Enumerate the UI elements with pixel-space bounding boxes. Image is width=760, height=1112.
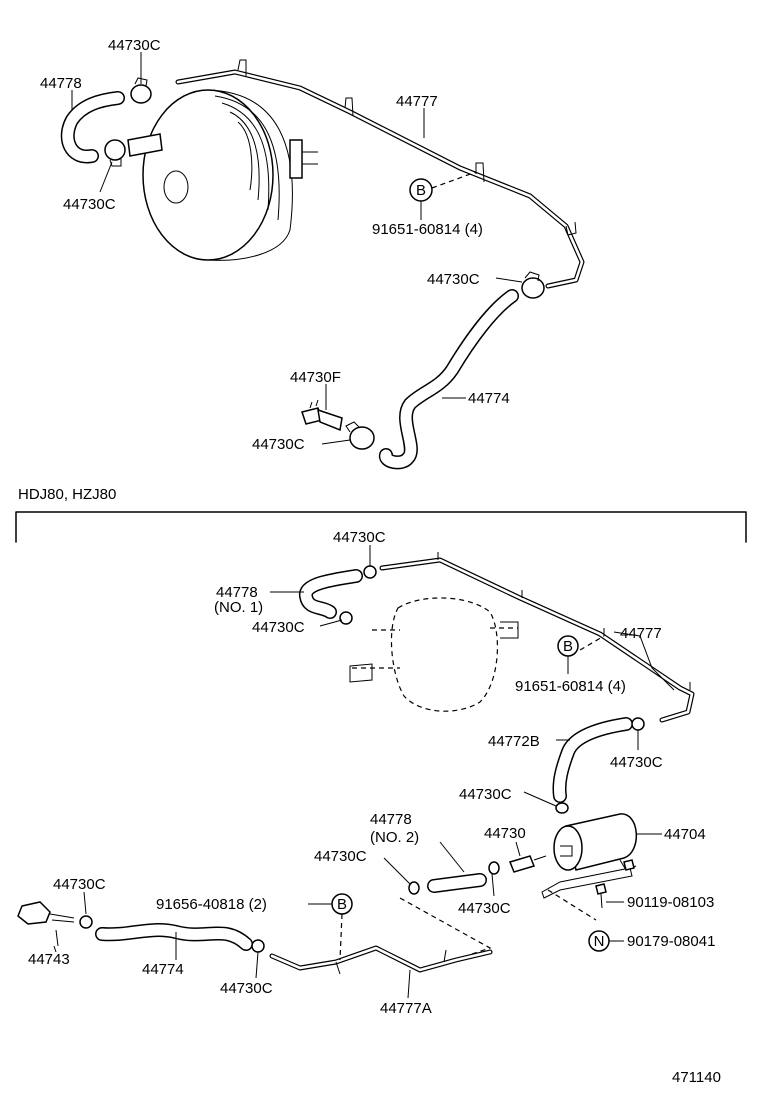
callout-b-top-text: B bbox=[416, 182, 426, 199]
label-clamp-bottom: 44730C bbox=[220, 980, 273, 997]
label-clamp-hose-no2-left: 44730C bbox=[314, 848, 367, 865]
clamp-44730c-top-b bbox=[363, 565, 377, 579]
clamp-44730c-left bbox=[79, 915, 93, 929]
label-hose-44772b: 44772B bbox=[488, 733, 540, 750]
clamp-44730c-no2-right bbox=[488, 861, 500, 875]
top-assembly: B 91651-60814 (4) 44 bbox=[40, 37, 585, 470]
label-clamp-tank-top: 44730C bbox=[459, 786, 512, 803]
clamp-44730c-tank-top bbox=[555, 802, 569, 814]
label-valve-44730: 44730 bbox=[484, 825, 526, 842]
clamp-44730c-upper bbox=[130, 77, 152, 104]
clamp-44730c-bottom-b bbox=[251, 939, 265, 953]
label-hose-no2-part: 44778 bbox=[370, 811, 412, 828]
label-clamp-bottom: 44730C bbox=[252, 436, 305, 453]
pipe-44777a bbox=[269, 945, 493, 975]
label-pipe-44777: 44777 bbox=[620, 625, 662, 642]
brake-booster-outline bbox=[349, 597, 519, 712]
section-header: HDJ80, HZJ80 bbox=[18, 486, 116, 503]
hose-44774-bottom bbox=[95, 923, 253, 951]
label-bolt-90119: 90119-08103 bbox=[627, 894, 714, 911]
label-clamp-hose-no1: 44730C bbox=[252, 619, 305, 636]
clamp-44730c-44772b bbox=[631, 717, 645, 731]
label-pipe-44777a: 44777A bbox=[380, 1000, 432, 1017]
callout-b-bottom-1-text: B bbox=[563, 638, 573, 655]
label-hose-44778: 44778 bbox=[40, 75, 82, 92]
label-clamp-left: 44730C bbox=[53, 876, 106, 893]
label-bolt-b: 91651-60814 (4) bbox=[515, 678, 626, 695]
nut-90179 bbox=[623, 859, 635, 871]
label-pipe-44777: 44777 bbox=[396, 93, 438, 110]
label-hose-no1-part: 44778 bbox=[216, 584, 258, 601]
clamp-44730c-no2-left bbox=[408, 881, 420, 895]
label-clamp-upper: 44730C bbox=[108, 37, 161, 54]
label-clamp-right: 44730C bbox=[427, 271, 480, 288]
fitting-44743 bbox=[17, 901, 75, 947]
label-hose-no2-note: (NO. 2) bbox=[370, 829, 419, 846]
hose-44778-no1 bbox=[299, 569, 363, 619]
label-tank: 44704 bbox=[664, 826, 706, 843]
label-clamp-44772b: 44730C bbox=[610, 754, 663, 771]
label-bolt-b-top: 91651-60814 (4) bbox=[372, 221, 483, 238]
hose-44778-no2 bbox=[427, 873, 487, 893]
label-hose-44774: 44774 bbox=[142, 961, 184, 978]
label-clamp-hose-no2-right: 44730C bbox=[458, 900, 511, 917]
vacuum-tank-44704 bbox=[541, 813, 638, 899]
label-clamp-top: 44730C bbox=[333, 529, 386, 546]
clamp-44730c-lower-left bbox=[104, 139, 126, 167]
label-clamp-lower-left: 44730C bbox=[63, 196, 116, 213]
bottom-assembly: B bbox=[17, 529, 715, 1017]
brake-booster bbox=[127, 89, 318, 261]
clamp-44730c-no1 bbox=[339, 611, 353, 625]
pipe-44777-bottom bbox=[379, 552, 695, 723]
hose-44774-top bbox=[379, 289, 519, 470]
clamp-44730c-bottom bbox=[345, 421, 375, 450]
label-hose-44774: 44774 bbox=[468, 390, 510, 407]
section-bracket bbox=[15, 511, 747, 543]
label-hose-no1-note: (NO. 1) bbox=[214, 599, 263, 616]
label-check-valve: 44730F bbox=[290, 369, 341, 386]
callout-b-bottom-2-text: B bbox=[337, 896, 347, 913]
callout-n-text: N bbox=[594, 933, 605, 950]
hose-44772b bbox=[552, 717, 633, 803]
hose-44778 bbox=[60, 91, 125, 164]
clamp-44730c-right bbox=[521, 271, 545, 299]
valve-44730 bbox=[508, 855, 547, 873]
label-fitting-44743: 44743 bbox=[28, 951, 70, 968]
bolt-90119 bbox=[595, 883, 607, 909]
label-nut-90179: 90179-08041 bbox=[627, 933, 715, 950]
figure-number: 471140 bbox=[672, 1069, 721, 1086]
check-valve-44730f bbox=[301, 399, 343, 432]
pipe-44777 bbox=[175, 59, 585, 289]
label-bolt-b2: 91656-40818 (2) bbox=[156, 896, 267, 913]
